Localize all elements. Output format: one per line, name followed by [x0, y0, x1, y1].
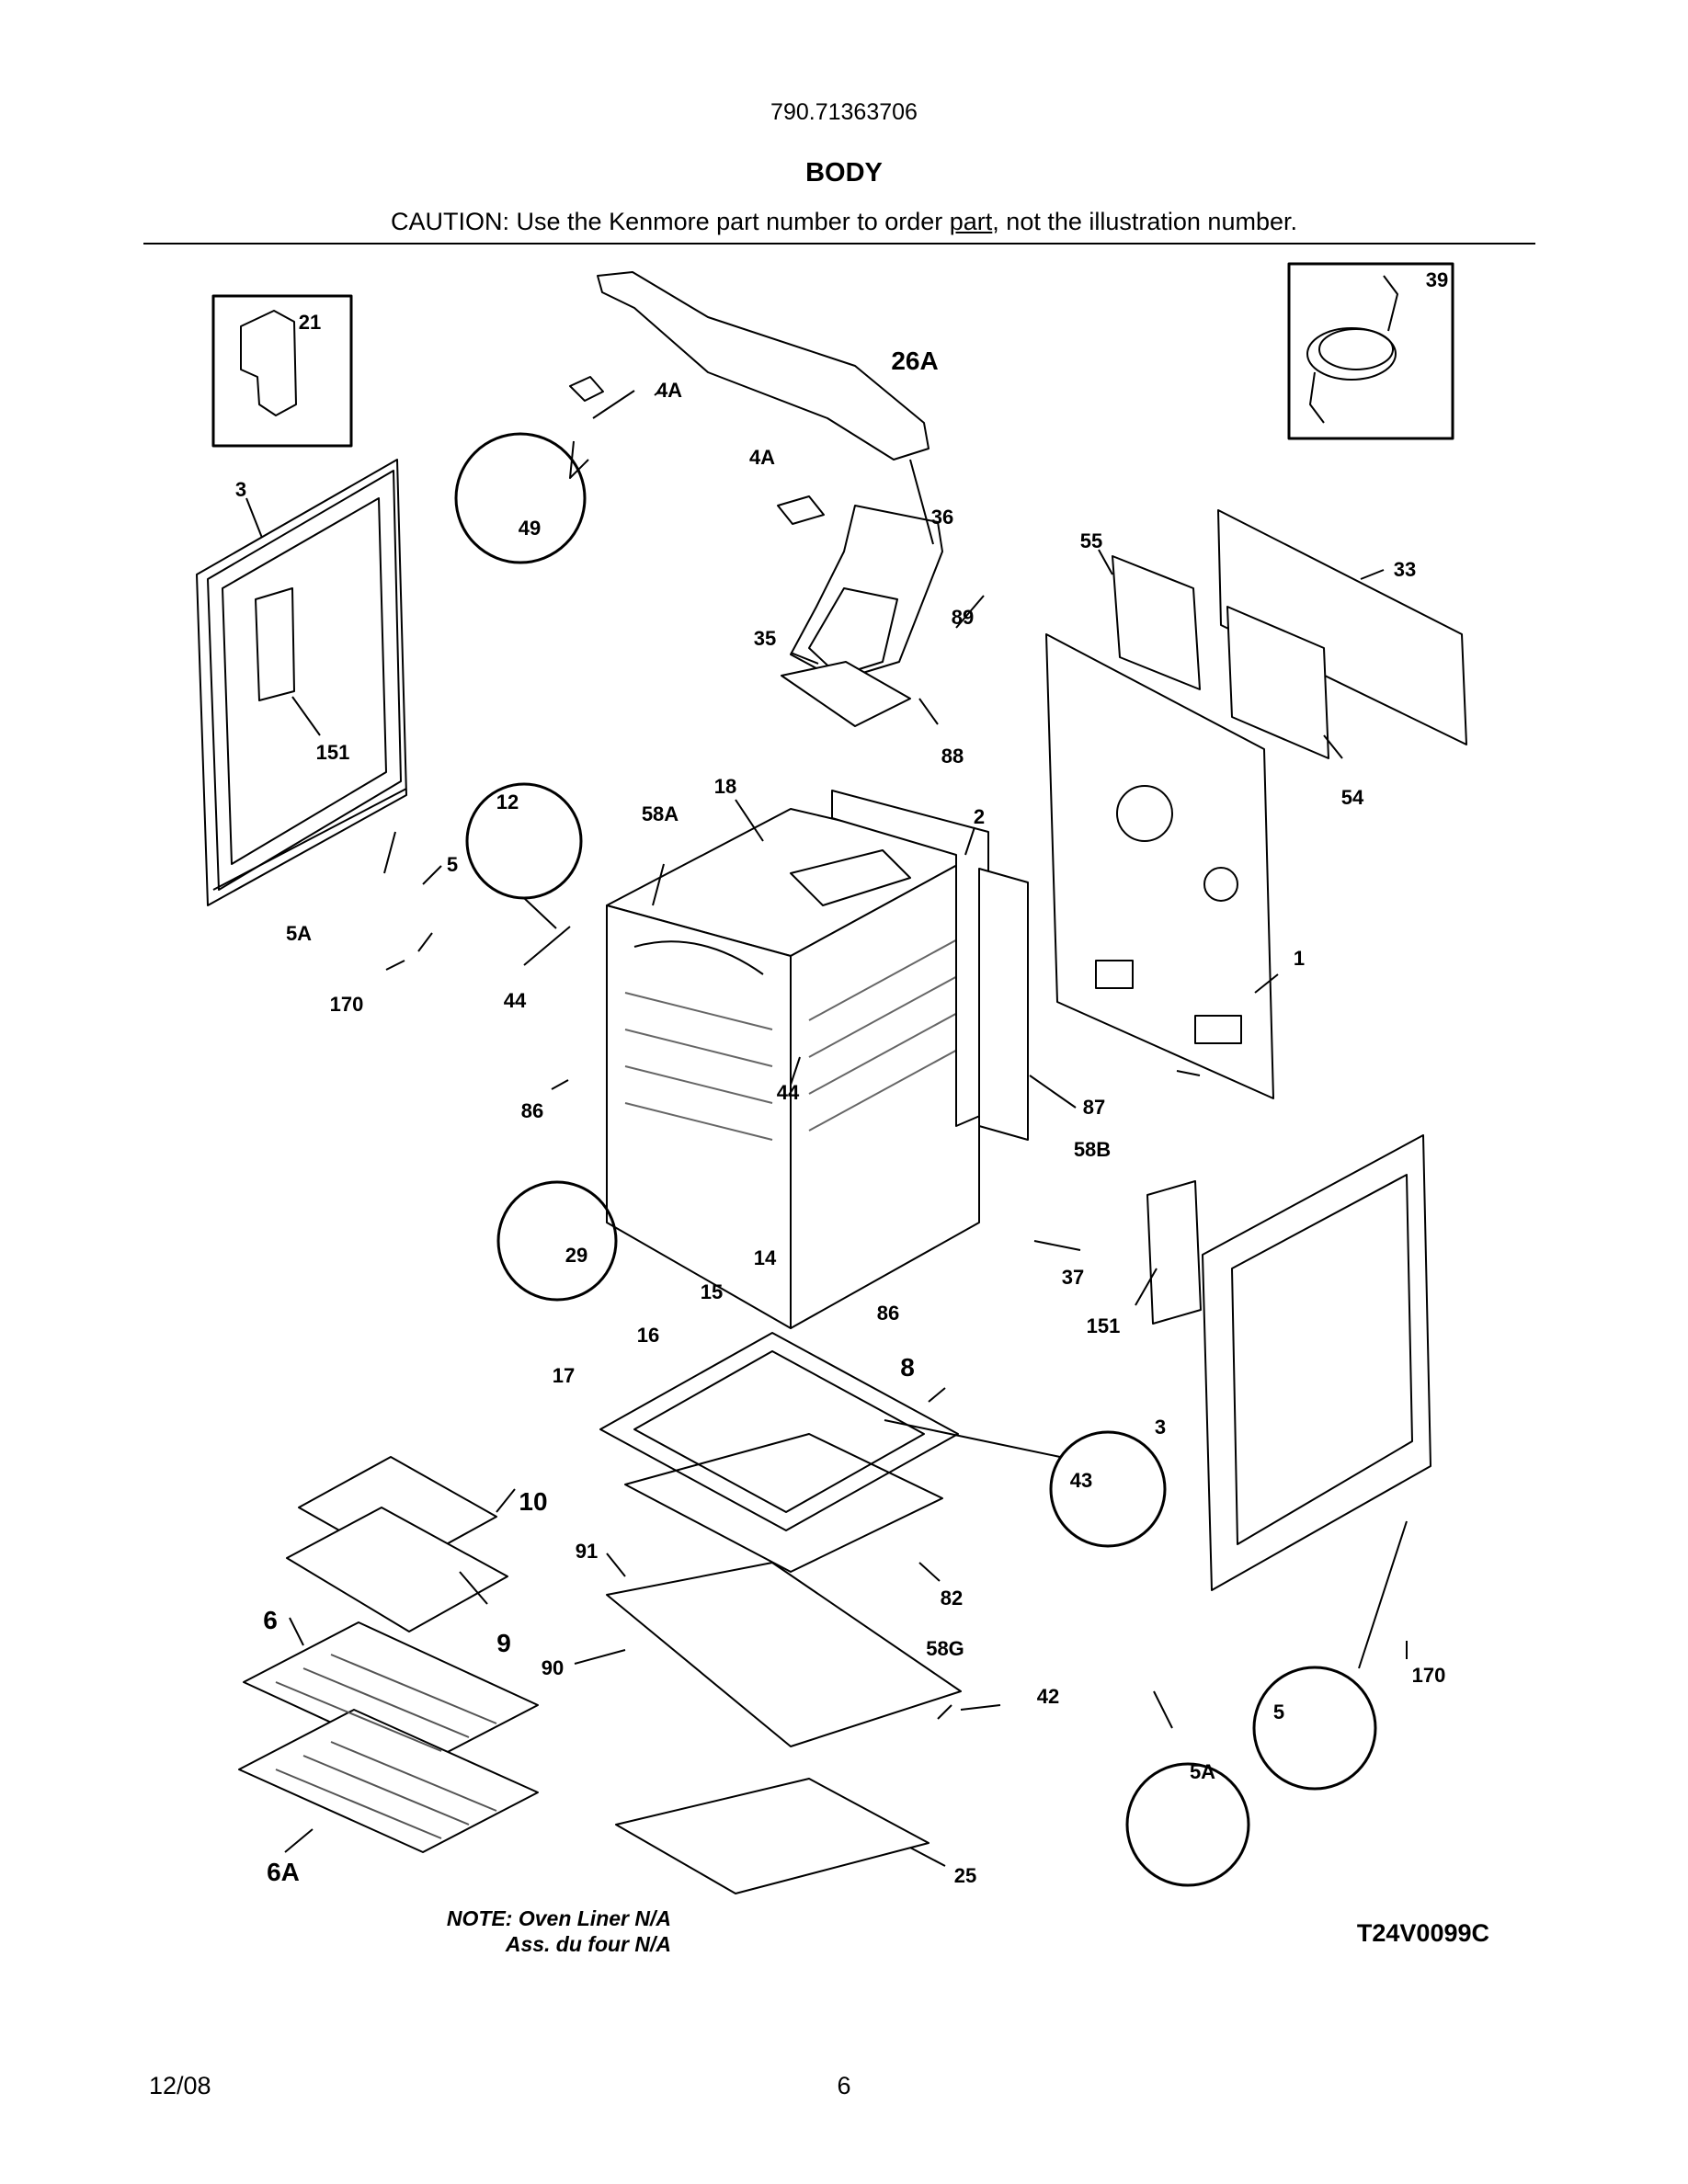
callout-label: 25: [954, 1864, 976, 1887]
callout-label: 58G: [926, 1637, 964, 1660]
inset-box-21: [211, 294, 353, 448]
callout-label: 29: [565, 1244, 587, 1267]
callout-label: 5A: [1190, 1760, 1215, 1783]
inset-box-39: [1287, 262, 1454, 440]
callout-label: 87: [1083, 1096, 1105, 1119]
callout-label: 37: [1062, 1266, 1084, 1289]
callout-label: 42: [1037, 1685, 1059, 1708]
callout-label: 16: [637, 1324, 659, 1347]
callout-label: 44: [777, 1081, 800, 1104]
back-panel-1-drawing: [1045, 633, 1274, 1099]
callout-label: 33: [1394, 558, 1416, 581]
model-number: 790.71363706: [770, 99, 918, 125]
header-divider: [143, 243, 1535, 245]
callout-label: 12: [496, 791, 519, 813]
callout-label: 151: [1087, 1314, 1121, 1337]
callout-label: 90: [542, 1656, 564, 1679]
callout-label: 54: [1341, 786, 1364, 809]
callout-label: 18: [714, 775, 736, 798]
page-number: 6: [837, 2072, 851, 2099]
callout-label: 1: [1294, 947, 1305, 970]
top-bracket-26A-drawing: [597, 271, 930, 461]
callout-label: 6: [263, 1606, 278, 1634]
callout-label: 55: [1080, 529, 1102, 552]
callout-label: 49: [519, 517, 541, 540]
callout-label: 82: [941, 1587, 963, 1610]
callout-label: 5: [1273, 1701, 1284, 1723]
callout-label: 58A: [642, 802, 679, 825]
callout-label: 39: [1426, 268, 1448, 291]
callout-label: 170: [330, 993, 364, 1016]
left-side-panel-drawing: [196, 459, 407, 906]
callout-label: 8: [900, 1353, 915, 1382]
bottom-panel-8-drawing: [599, 1332, 959, 1531]
callout-label: 89: [952, 606, 974, 629]
callout-label: 4A: [656, 379, 682, 402]
callout-label: 15: [701, 1280, 723, 1303]
callout-label: 10: [519, 1487, 547, 1516]
caution-text-underlined: part: [949, 208, 993, 235]
note-oven-liner-french: Ass. du four N/A: [505, 1932, 671, 1956]
caution-text-prefix: CAUTION: Use the Kenmore part number to …: [391, 208, 950, 235]
callout-label: 151: [316, 741, 350, 764]
callout-label: 26A: [891, 347, 938, 375]
callout-label: 4A: [749, 446, 775, 469]
footer-date: 12/08: [149, 2072, 211, 2099]
note-oven-liner: NOTE: Oven Liner N/A: [446, 1906, 671, 1930]
callout-label: 35: [754, 627, 776, 650]
caution-text-suffix: , not the illustration number.: [992, 208, 1297, 235]
callout-label: 2: [974, 805, 985, 828]
callout-label: 14: [754, 1246, 777, 1269]
oven-cavity-drawing: [606, 808, 980, 1329]
callout-label: 5A: [286, 922, 312, 945]
callout-label: 86: [877, 1302, 899, 1325]
callout-label: 44: [504, 989, 527, 1012]
right-side-panel-drawing: [1202, 1134, 1431, 1591]
callout-label: 6A: [267, 1858, 300, 1886]
caution-notice: CAUTION: Use the Kenmore part number to …: [0, 208, 1688, 236]
callout-label: 3: [1155, 1416, 1166, 1439]
callout-label: 43: [1070, 1469, 1092, 1492]
callout-label: 17: [553, 1364, 575, 1387]
callout-label: 88: [941, 745, 964, 768]
figure-id: T24V0099C: [1356, 1919, 1489, 1947]
callout-label: 91: [576, 1540, 598, 1563]
oven-rack-6A-drawing: [238, 1709, 539, 1853]
callout-label: 58B: [1074, 1138, 1111, 1161]
callout-label: 21: [299, 311, 321, 334]
callout-label: 170: [1412, 1664, 1446, 1687]
section-title: BODY: [805, 158, 883, 188]
callout-label: 36: [931, 506, 953, 529]
callout-label: 9: [496, 1629, 511, 1657]
callout-label: 5: [447, 853, 458, 876]
callout-label: 3: [235, 478, 246, 501]
callout-label: 86: [521, 1099, 543, 1122]
